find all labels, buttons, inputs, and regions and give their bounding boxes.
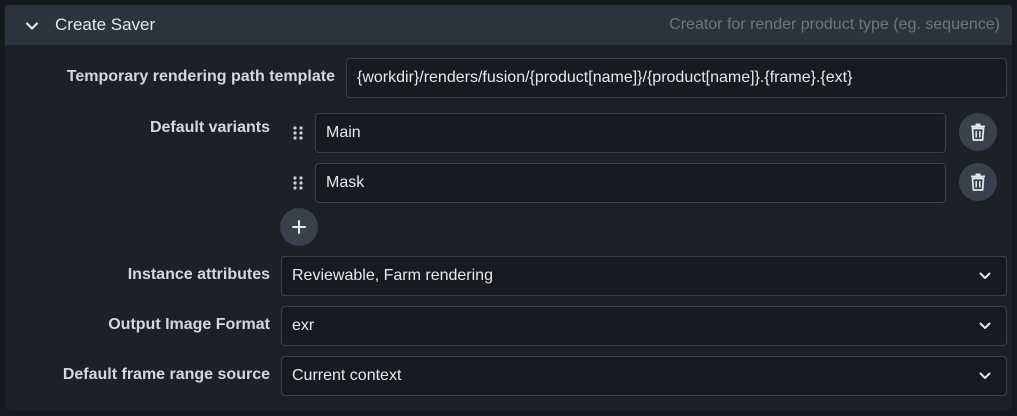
trash-icon [971, 173, 985, 191]
delete-variant-button[interactable] [959, 163, 997, 201]
chevron-down-icon[interactable] [24, 18, 40, 34]
trash-icon [971, 123, 985, 141]
output-format-value: exr [292, 317, 315, 334]
delete-variant-button[interactable] [959, 113, 997, 151]
chevron-down-icon [979, 372, 991, 379]
variant-input-mask[interactable]: Mask [315, 163, 946, 203]
create-saver-panel: Create Saver Creator for render product … [5, 5, 1012, 410]
frame-range-source-label: Default frame range source [62, 366, 270, 383]
drag-handle-icon[interactable] [292, 175, 304, 191]
output-format-dropdown[interactable]: exr [281, 306, 1007, 346]
temp-path-label: Temporary rendering path template [66, 68, 335, 85]
instance-attributes-label: Instance attributes [127, 266, 270, 283]
plus-icon [292, 220, 306, 234]
frame-range-source-dropdown[interactable]: Current context [281, 356, 1007, 396]
chevron-down-icon [979, 322, 991, 329]
temp-path-input[interactable]: {workdir}/renders/fusion/{product[name]}… [346, 58, 1007, 98]
add-variant-button[interactable] [280, 208, 318, 246]
section-title: Create Saver [55, 15, 156, 34]
section-header[interactable]: Create Saver Creator for render product … [5, 5, 1012, 45]
section-description: Creator for render product type (eg. seq… [669, 16, 1000, 33]
instance-attributes-dropdown[interactable]: Reviewable, Farm rendering [281, 256, 1007, 296]
default-variants-label: Default variants [149, 119, 270, 136]
chevron-down-icon [979, 272, 991, 279]
drag-handle-icon[interactable] [292, 125, 304, 141]
frame-range-source-value: Current context [292, 367, 402, 384]
output-format-label: Output Image Format [108, 316, 270, 333]
instance-attributes-value: Reviewable, Farm rendering [292, 267, 493, 284]
variant-input-main[interactable]: Main [315, 113, 946, 153]
